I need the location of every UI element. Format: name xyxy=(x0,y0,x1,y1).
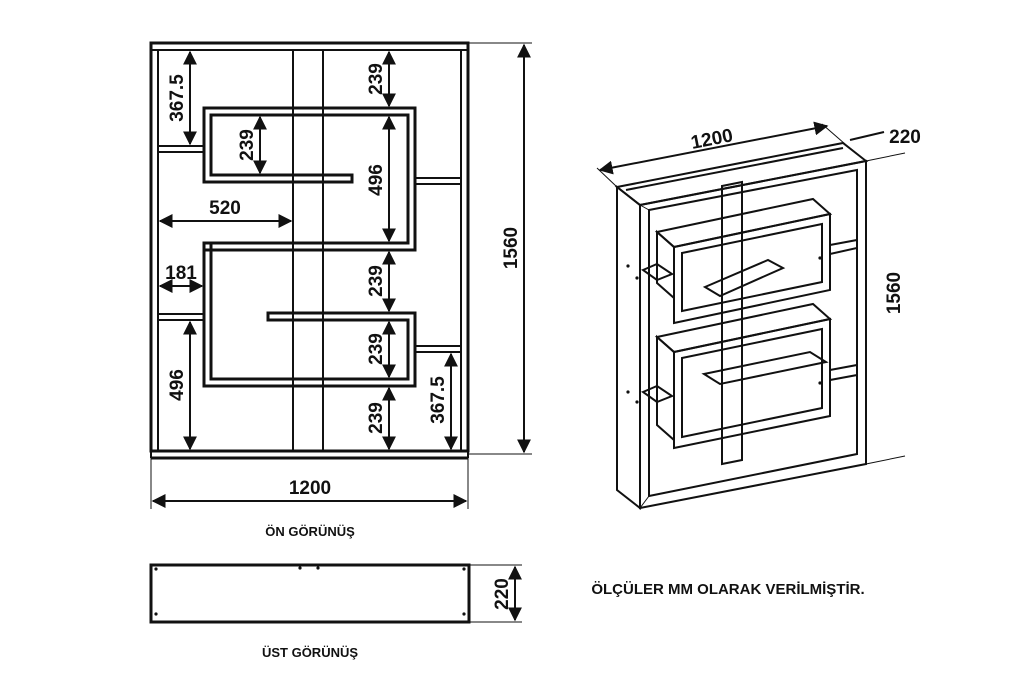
iso-dim-label-1200: 1200 xyxy=(689,125,735,154)
screw-dot xyxy=(626,264,630,268)
dim-label-367-bottom: 367.5 xyxy=(428,376,449,424)
dim-label-239-bottom: 239 xyxy=(366,402,387,434)
iso-dim-arrow-1200 xyxy=(598,121,829,175)
iso-side-shelf-2 xyxy=(829,238,858,256)
screw-dot xyxy=(462,612,466,616)
screw-dot xyxy=(818,256,822,260)
dim-label-181: 181 xyxy=(165,263,197,284)
iso-center-divider xyxy=(721,180,743,466)
iso-ext-bottom xyxy=(865,455,906,465)
iso-lower-front xyxy=(673,317,831,450)
dim-label-1560: 1560 xyxy=(501,227,522,269)
units-note: ÖLÇÜLER MM OLARAK VERİLMİŞTİR. xyxy=(591,581,864,598)
iso-upper-shelf xyxy=(702,258,786,298)
dim-label-496-bottom: 496 xyxy=(167,369,188,401)
iso-inner-left xyxy=(639,204,650,510)
iso-upper-inner xyxy=(681,222,823,313)
dim-label-520: 520 xyxy=(209,198,241,219)
dim-label-220-top: 220 xyxy=(492,578,513,610)
iso-side-shelf-1 xyxy=(640,262,675,282)
top-view-outline xyxy=(149,563,471,624)
iso-lower-inner xyxy=(681,327,823,439)
iso-side-shelf-3 xyxy=(640,384,675,404)
screw-dot xyxy=(626,390,630,394)
front-view-caption: ÖN GÖRÜNÜŞ xyxy=(265,524,355,539)
top-view: 220 ÜST GÖRÜNÜŞ xyxy=(149,563,522,660)
iso-dim-arrow-220 xyxy=(849,131,885,141)
screw-dot xyxy=(154,567,158,571)
screw-dot xyxy=(316,566,320,570)
dim-label-367-top: 367.5 xyxy=(167,74,188,122)
front-upper-hook xyxy=(202,106,417,252)
iso-ext-depth xyxy=(865,152,906,162)
front-lower-hook xyxy=(202,241,417,388)
dim-label-239-inner: 239 xyxy=(237,129,258,161)
iso-left-side xyxy=(616,184,641,511)
top-view-caption: ÜST GÖRÜNÜŞ xyxy=(262,645,358,660)
iso-dim-label-1560: 1560 xyxy=(884,272,905,314)
iso-dim-label-220: 220 xyxy=(889,127,921,148)
screw-dot xyxy=(818,381,822,385)
screw-dot xyxy=(462,567,466,571)
iso-upper-front xyxy=(673,212,831,325)
iso-lower-shelf xyxy=(701,350,829,386)
screw-dot xyxy=(635,276,639,280)
front-view: 367.5 239 239 496 520 181 239 239 496 23… xyxy=(149,41,532,539)
dim-label-239-top: 239 xyxy=(366,63,387,95)
screw-dot xyxy=(154,612,158,616)
iso-side-shelf-4 xyxy=(829,363,858,382)
screw-dot xyxy=(635,400,639,404)
dim-label-239-lower: 239 xyxy=(366,333,387,365)
screw-dot xyxy=(298,566,302,570)
front-outer-frame xyxy=(149,41,470,453)
dim-label-1200: 1200 xyxy=(289,478,331,499)
iso-ext-left xyxy=(596,167,618,188)
dim-label-239-middle: 239 xyxy=(366,265,387,297)
dim-label-496-center: 496 xyxy=(366,164,387,196)
iso-view: 1200 220 1560 xyxy=(596,121,921,511)
